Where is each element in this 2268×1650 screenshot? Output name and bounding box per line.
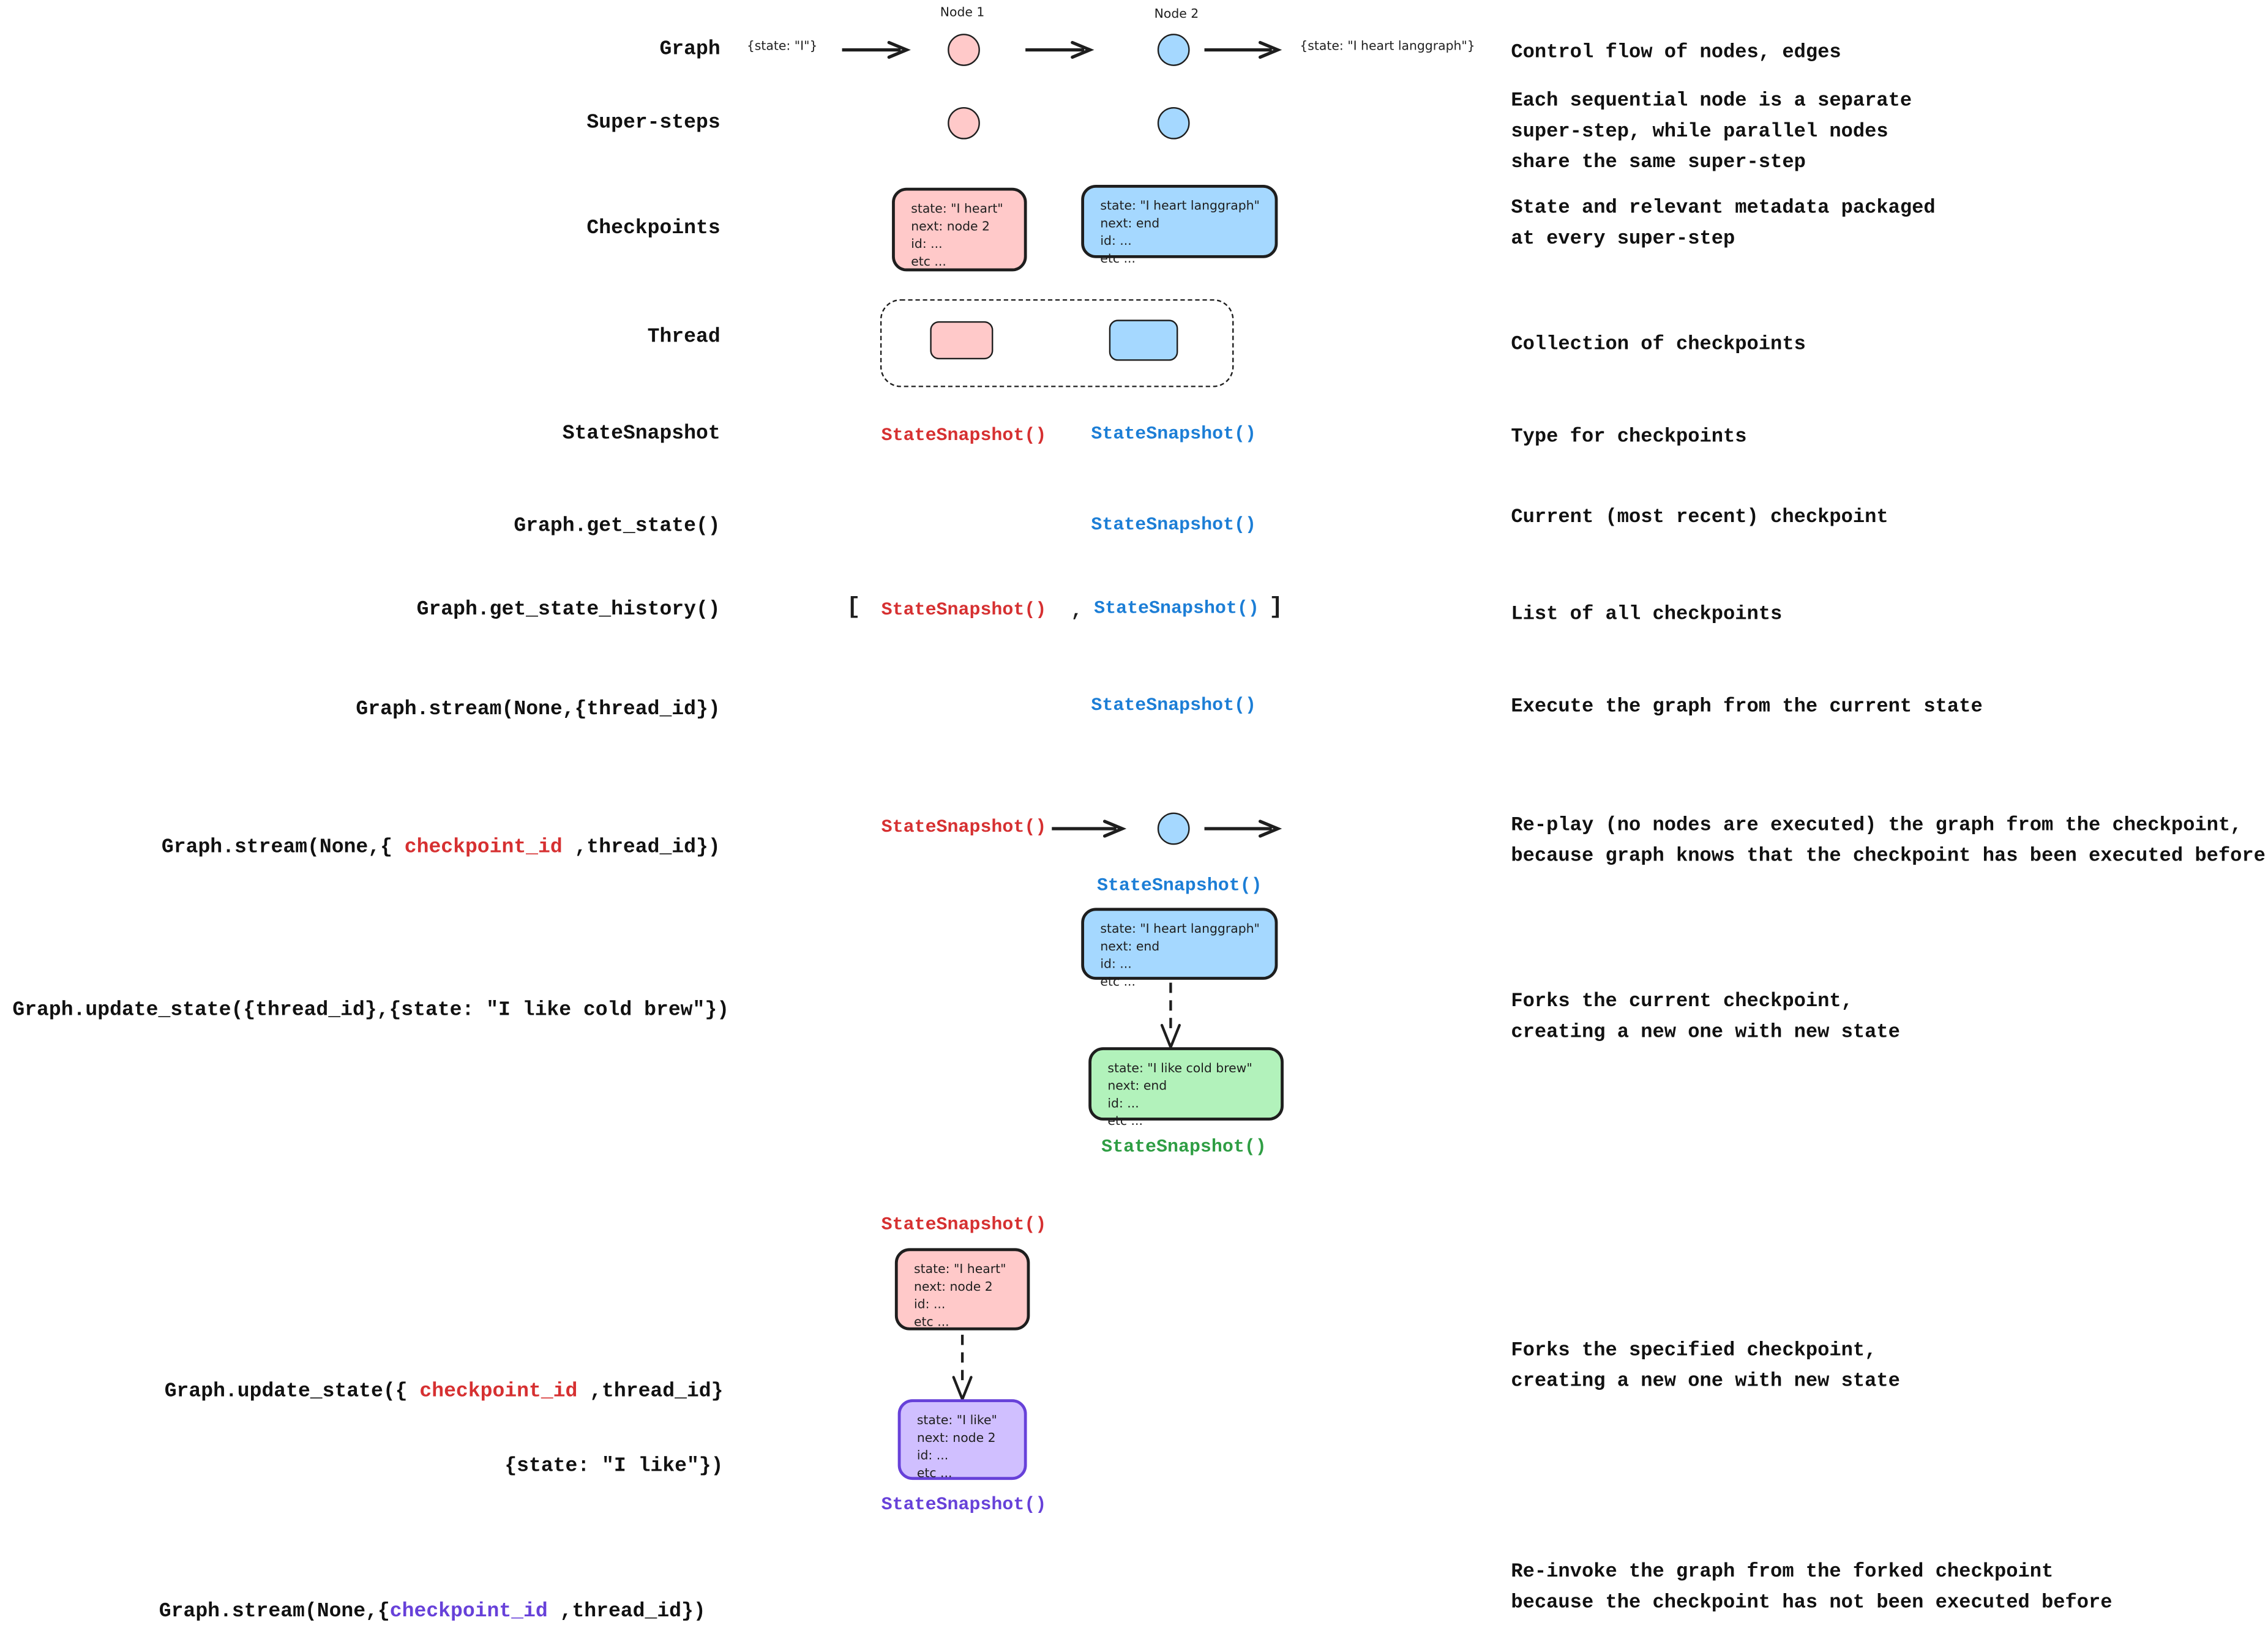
row-label-super-steps: Super-steps — [586, 113, 720, 135]
card-line: id: ... — [1100, 957, 1132, 972]
description-state-snapshot: Type for checkpoints — [1511, 427, 1747, 449]
card-line: id: ... — [1107, 1097, 1139, 1112]
state-snapshot-call-red: StateSnapshot() — [881, 600, 1047, 621]
card-line: state: "I heart" — [911, 202, 1003, 217]
card-line: state: "I heart" — [914, 1263, 1006, 1278]
graph-output-state-annotation: {state: "I heart langgraph"} — [1300, 39, 1475, 54]
arrow-right-icon — [1204, 40, 1282, 59]
description-get-state-history: List of all checkpoints — [1511, 604, 1783, 627]
description-stream-checkpoint: Re-play (no nodes are executed) the grap… — [1511, 815, 2266, 868]
replay-node-circle — [1157, 812, 1190, 845]
fork-result-card-green: state: "I like cold brew" next: end id: … — [1088, 1047, 1284, 1129]
node1-circle — [948, 34, 980, 66]
description-get-state: Current (most recent) checkpoint — [1511, 507, 1888, 530]
state-snapshot-call-red: StateSnapshot() — [881, 1214, 1047, 1235]
card-line: next: node 2 — [911, 220, 990, 235]
row-label-stream-thread: Graph.stream(None,{thread_id}) — [356, 700, 720, 722]
label-suffix: ,thread_id}) — [547, 1601, 706, 1624]
label-suffix: ,thread_id}) — [562, 837, 720, 860]
row-label-update-state-checkpoint: Graph.update_state({ checkpoint_id ,thre… — [165, 1331, 724, 1530]
thread-checkpoint-blue — [1109, 319, 1178, 361]
card-line: etc ... — [1107, 1114, 1143, 1130]
card-line: etc ... — [1100, 975, 1136, 990]
diagram-canvas: Graph {state: "I"} Node 1 Node 2 {state:… — [12, 6, 2266, 1624]
row-label-update-state-thread: Graph.update_state({thread_id},{state: "… — [12, 1000, 730, 1023]
card-line: next: node 2 — [914, 1280, 993, 1296]
list-comma: , — [1071, 600, 1083, 622]
label-line2: {state: "I like"}) — [504, 1456, 724, 1479]
checkpoint-card-pink: state: "I heart" next: node 2 id: ... et… — [892, 187, 1027, 272]
card-line: etc ... — [911, 255, 946, 270]
state-snapshot-call-purple: StateSnapshot() — [881, 1495, 1047, 1515]
label-suffix: ,thread_id} — [577, 1381, 724, 1404]
state-snapshot-call-blue: StateSnapshot() — [1094, 598, 1259, 619]
card-line: id: ... — [1100, 234, 1132, 250]
row-label-graph: Graph — [659, 39, 720, 62]
fork-source-card-blue: state: "I heart langgraph" next: end id:… — [1081, 908, 1278, 990]
description-checkpoints: State and relevant metadata packaged at … — [1511, 198, 1936, 251]
fork-source-card-pink: state: "I heart" next: node 2 id: ... et… — [894, 1248, 1030, 1331]
thread-checkpoint-pink — [930, 321, 994, 360]
checkpoint-id-token: checkpoint_id — [419, 1381, 578, 1404]
card-line: state: "I like" — [916, 1414, 997, 1429]
checkpoint-id-token: checkpoint_id — [404, 837, 563, 860]
row-label-get-state-history: Graph.get_state_history() — [416, 600, 720, 622]
card-line: next: end — [1100, 940, 1160, 955]
state-snapshot-call-blue: StateSnapshot() — [1091, 515, 1257, 536]
description-stream-thread: Execute the graph from the current state — [1511, 696, 1983, 719]
card-line: etc ... — [916, 1466, 952, 1482]
state-snapshot-call-red: StateSnapshot() — [881, 425, 1047, 446]
list-close-bracket: ] — [1268, 594, 1284, 621]
description-super-steps: Each sequential node is a separate super… — [1511, 91, 1912, 175]
arrow-down-dashed-icon — [1160, 982, 1181, 1051]
row-label-thread: Thread — [647, 327, 720, 349]
card-line: id: ... — [911, 237, 943, 253]
node2-label: Node 2 — [1154, 7, 1199, 22]
superstep-node2-circle — [1157, 106, 1190, 140]
label-prefix: Graph.stream(None,{ — [159, 1601, 390, 1624]
graph-input-state-annotation: {state: "I"} — [746, 39, 818, 54]
card-line: state: "I heart langgraph" — [1100, 922, 1260, 938]
card-line: etc ... — [1100, 252, 1136, 267]
thread-dashed-container — [880, 299, 1234, 387]
superstep-node1-circle — [948, 106, 980, 140]
list-open-bracket: [ — [846, 594, 861, 621]
card-line: next: node 2 — [916, 1431, 996, 1446]
state-snapshot-call-blue: StateSnapshot() — [1091, 424, 1257, 445]
row-label-checkpoints: Checkpoints — [586, 218, 720, 241]
state-snapshot-call-red: StateSnapshot() — [881, 816, 1047, 838]
node1-label: Node 1 — [940, 6, 985, 21]
node2-circle — [1157, 34, 1190, 66]
card-line: next: end — [1107, 1079, 1167, 1094]
description-stream-forked: Re-invoke the graph from the forked chec… — [1511, 1562, 2113, 1615]
row-label-stream-forked: Graph.stream(None,{checkpoint_id ,thread… — [110, 1575, 706, 1650]
card-line: state: "I like cold brew" — [1107, 1062, 1252, 1077]
card-line: id: ... — [914, 1297, 946, 1313]
row-label-stream-checkpoint: Graph.stream(None,{ checkpoint_id ,threa… — [113, 811, 720, 886]
checkpoint-card-blue: state: "I heart langgraph" next: end id:… — [1081, 184, 1278, 267]
fork-result-card-purple: state: "I like" next: node 2 id: ... etc… — [897, 1399, 1027, 1482]
arrow-right-icon — [1052, 819, 1127, 838]
description-graph: Control flow of nodes, edges — [1511, 42, 1841, 65]
card-line: id: ... — [916, 1449, 949, 1464]
arrow-right-icon — [1025, 40, 1095, 59]
card-line: next: end — [1100, 217, 1160, 232]
state-snapshot-call-blue: StateSnapshot() — [1096, 875, 1262, 897]
card-line: state: "I heart langgraph" — [1100, 199, 1260, 214]
row-label-get-state: Graph.get_state() — [514, 516, 720, 539]
checkpoint-id-token: checkpoint_id — [389, 1601, 548, 1624]
arrow-right-icon — [1204, 819, 1282, 838]
state-snapshot-call-blue: StateSnapshot() — [1091, 695, 1257, 716]
row-label-state-snapshot: StateSnapshot — [562, 424, 720, 446]
arrow-down-dashed-icon — [952, 1334, 973, 1403]
state-snapshot-call-green: StateSnapshot() — [1101, 1137, 1267, 1157]
description-update-state-thread: Forks the current checkpoint, creating a… — [1511, 991, 1900, 1045]
label-prefix: Graph.stream(None,{ — [161, 837, 405, 860]
card-line: etc ... — [914, 1315, 949, 1331]
description-thread: Collection of checkpoints — [1511, 334, 1806, 357]
label-prefix: Graph.update_state({ — [164, 1381, 420, 1404]
label-line1: Graph.update_state({ checkpoint_id ,thre… — [165, 1380, 724, 1405]
description-update-state-checkpoint: Forks the specified checkpoint, creating… — [1511, 1340, 1900, 1394]
arrow-right-icon — [842, 40, 911, 59]
